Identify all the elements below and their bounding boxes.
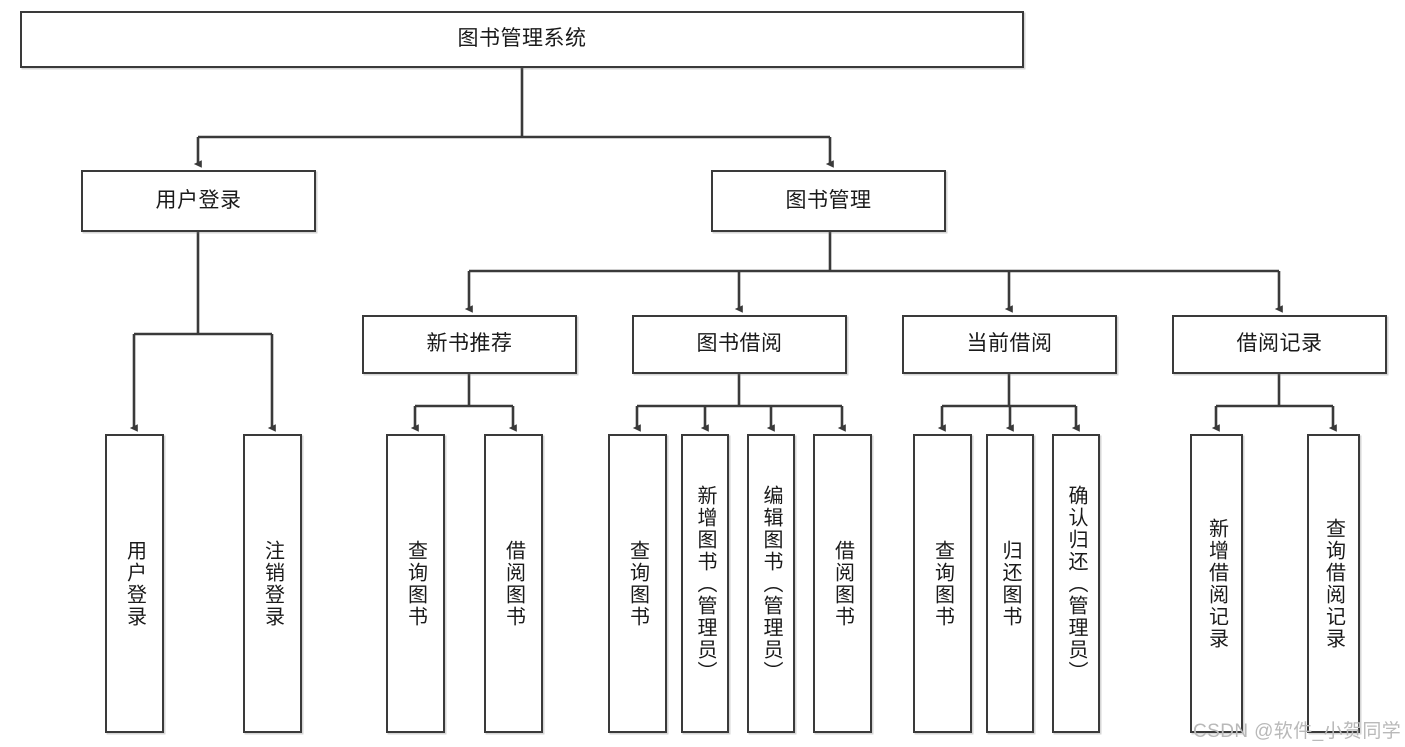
node-borrow-record-label: 借阅记录 (1236, 332, 1323, 356)
node-current-borrow[interactable]: 当前借阅 (902, 315, 1117, 374)
node-current-borrow-label: 当前借阅 (966, 332, 1053, 356)
node-book-manage-label: 图书管理 (785, 188, 872, 212)
leaf-add-book-admin[interactable]: 新增图书（管理员） (681, 434, 729, 733)
leaf-add-borrow-record[interactable]: 新增借阅记录 (1190, 434, 1243, 733)
leaf-return-book[interactable]: 归还图书 (986, 434, 1034, 733)
leaf-logout[interactable]: 注销登录 (243, 434, 302, 733)
node-user-login[interactable]: 用户登录 (81, 170, 316, 232)
leaf-query-book-recommend[interactable]: 查询图书 (386, 434, 445, 733)
leaf-logout-label: 注销登录 (261, 539, 284, 628)
leaf-query-book-borrow[interactable]: 查询图书 (608, 434, 667, 733)
leaf-query-borrow-record-label: 查询借阅记录 (1322, 517, 1345, 650)
node-borrow-record[interactable]: 借阅记录 (1172, 315, 1387, 374)
node-new-book-recommend[interactable]: 新书推荐 (362, 315, 577, 374)
leaf-query-book-current[interactable]: 查询图书 (913, 434, 972, 733)
node-user-login-label: 用户登录 (155, 188, 242, 212)
leaf-edit-book-admin-label: 编辑图书（管理员） (760, 484, 782, 683)
leaf-borrow-book-recommend-label: 借阅图书 (502, 539, 525, 628)
node-root-label: 图书管理系统 (457, 27, 587, 51)
leaf-query-borrow-record[interactable]: 查询借阅记录 (1307, 434, 1360, 733)
node-book-borrow-label: 图书借阅 (696, 332, 783, 356)
node-new-book-recommend-label: 新书推荐 (426, 332, 513, 356)
leaf-confirm-return-admin[interactable]: 确认归还（管理员） (1052, 434, 1100, 733)
leaf-query-book-recommend-label: 查询图书 (404, 539, 427, 628)
node-book-manage[interactable]: 图书管理 (711, 170, 946, 232)
node-root[interactable]: 图书管理系统 (20, 11, 1024, 68)
leaf-confirm-return-admin-label: 确认归还（管理员） (1065, 484, 1087, 683)
leaf-user-login-label: 用户登录 (123, 539, 146, 628)
leaf-return-book-label: 归还图书 (999, 539, 1021, 628)
node-book-borrow[interactable]: 图书借阅 (632, 315, 847, 374)
watermark: CSDN @软件_小贺同学 (1193, 721, 1402, 742)
leaf-add-borrow-record-label: 新增借阅记录 (1205, 517, 1228, 650)
leaf-query-book-current-label: 查询图书 (931, 539, 954, 628)
leaf-user-login[interactable]: 用户登录 (105, 434, 164, 733)
leaf-borrow-book-label: 借阅图书 (831, 539, 854, 628)
leaf-query-book-borrow-label: 查询图书 (626, 539, 649, 628)
leaf-borrow-book-recommend[interactable]: 借阅图书 (484, 434, 543, 733)
leaf-borrow-book[interactable]: 借阅图书 (813, 434, 872, 733)
leaf-add-book-admin-label: 新增图书（管理员） (694, 484, 716, 683)
leaf-edit-book-admin[interactable]: 编辑图书（管理员） (747, 434, 795, 733)
